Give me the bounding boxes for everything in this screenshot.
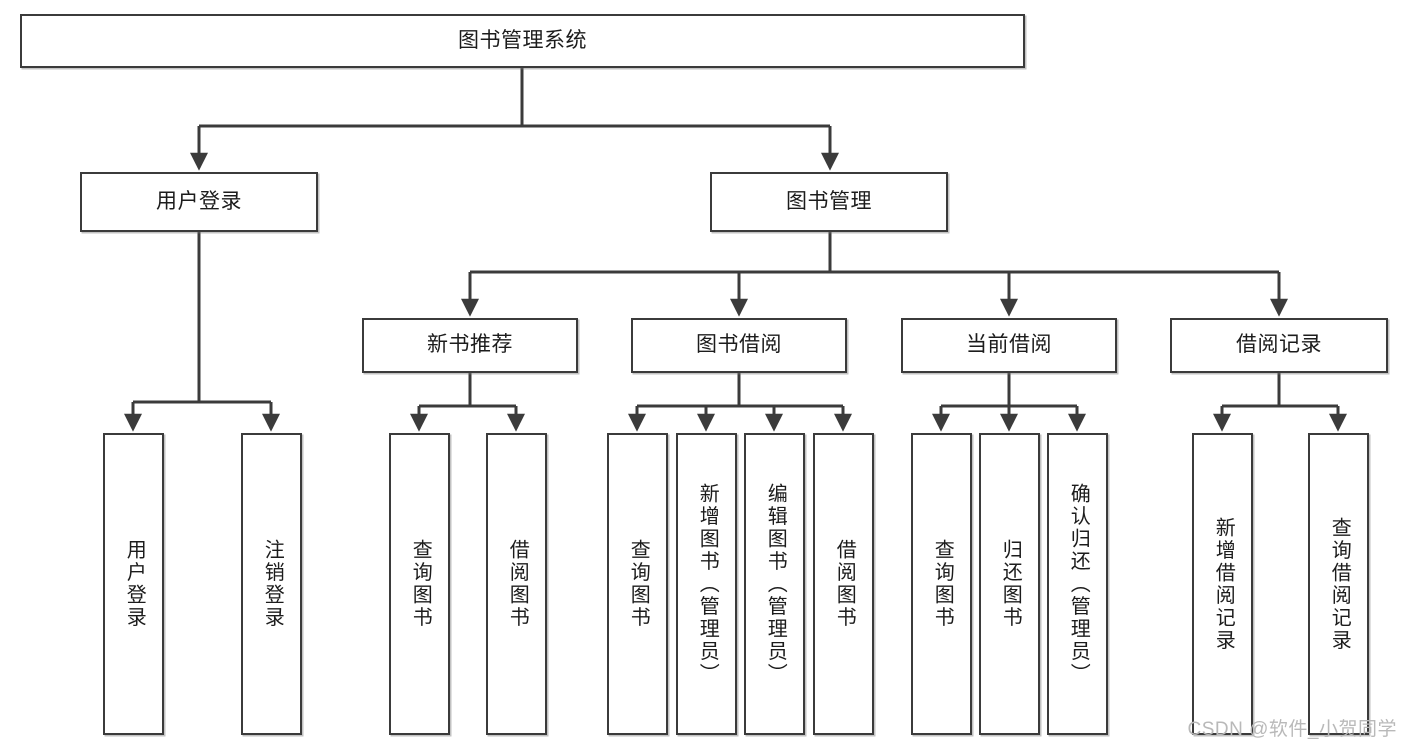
node-leaf-label: 编辑图书（管理员）	[764, 482, 787, 686]
node-leaf-user-login-logout[interactable]: 注销登录	[241, 433, 302, 735]
node-leaf-label: 注销登录	[261, 539, 284, 629]
node-borrow-record-label: 借阅记录	[1236, 333, 1322, 357]
node-user-login[interactable]: 用户登录	[80, 172, 318, 232]
node-leaf-book-borrow-add[interactable]: 新增图书（管理员）	[676, 433, 737, 735]
node-leaf-label: 新增借阅记录	[1212, 516, 1235, 652]
node-book-borrow[interactable]: 图书借阅	[631, 318, 847, 373]
node-leaf-label: 确认归还（管理员）	[1067, 482, 1090, 686]
node-borrow-record[interactable]: 借阅记录	[1170, 318, 1388, 373]
node-leaf-borrow-record-query[interactable]: 查询借阅记录	[1308, 433, 1369, 735]
node-leaf-label: 借阅图书	[833, 539, 856, 629]
node-leaf-label: 归还图书	[999, 539, 1022, 629]
node-leaf-current-borrow-query[interactable]: 查询图书	[911, 433, 972, 735]
node-leaf-book-borrow-edit[interactable]: 编辑图书（管理员）	[744, 433, 805, 735]
node-leaf-label: 查询图书	[931, 539, 954, 629]
node-leaf-label: 新增图书（管理员）	[696, 482, 719, 686]
node-root-system[interactable]: 图书管理系统	[20, 14, 1025, 68]
node-leaf-label: 查询借阅记录	[1328, 516, 1351, 652]
node-leaf-label: 借阅图书	[506, 539, 529, 629]
node-leaf-user-login-login[interactable]: 用户登录	[103, 433, 164, 735]
node-book-manage-label: 图书管理	[786, 189, 872, 213]
node-new-book-recommend[interactable]: 新书推荐	[362, 318, 578, 373]
node-current-borrow[interactable]: 当前借阅	[901, 318, 1117, 373]
node-leaf-book-borrow-query[interactable]: 查询图书	[607, 433, 668, 735]
node-leaf-current-borrow-confirm[interactable]: 确认归还（管理员）	[1047, 433, 1108, 735]
node-book-manage[interactable]: 图书管理	[710, 172, 948, 232]
node-leaf-book-borrow-borrow[interactable]: 借阅图书	[813, 433, 874, 735]
node-user-login-label: 用户登录	[156, 189, 242, 213]
node-leaf-new-book-borrow[interactable]: 借阅图书	[486, 433, 547, 735]
node-current-borrow-label: 当前借阅	[966, 333, 1052, 357]
node-book-borrow-label: 图书借阅	[696, 333, 782, 357]
node-root-label: 图书管理系统	[458, 28, 587, 52]
node-leaf-label: 用户登录	[123, 539, 146, 629]
node-leaf-current-borrow-return[interactable]: 归还图书	[979, 433, 1040, 735]
node-leaf-new-book-query[interactable]: 查询图书	[389, 433, 450, 735]
csdn-watermark: CSDN @软件_小贺同学	[1187, 719, 1397, 740]
node-leaf-label: 查询图书	[409, 539, 432, 629]
node-leaf-borrow-record-add[interactable]: 新增借阅记录	[1192, 433, 1253, 735]
node-leaf-label: 查询图书	[627, 539, 650, 629]
node-new-book-recommend-label: 新书推荐	[427, 333, 513, 357]
